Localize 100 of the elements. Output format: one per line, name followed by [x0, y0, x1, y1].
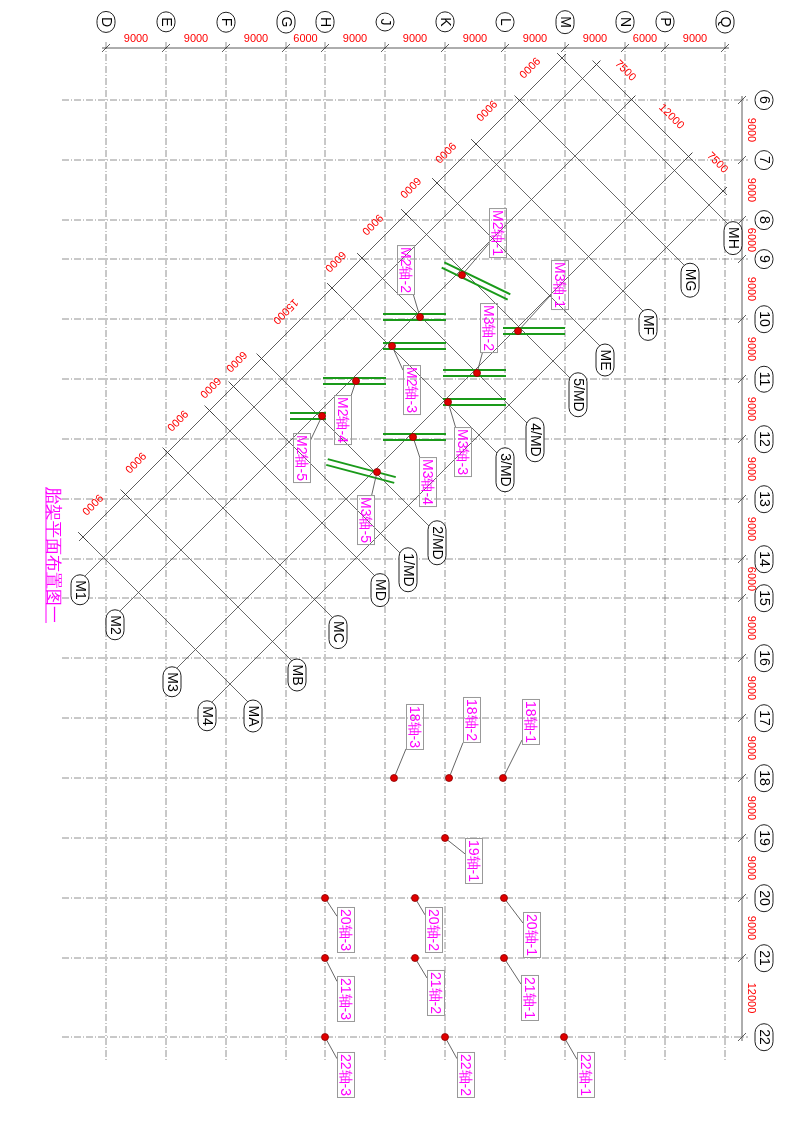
axis-bubble: M4 — [197, 700, 217, 732]
leader-line — [416, 960, 428, 979]
axis-bubble: M1 — [70, 574, 90, 606]
leader-line — [413, 294, 420, 315]
axis-bubble: 10 — [754, 305, 774, 333]
axis-bubble: 12 — [754, 425, 774, 453]
callout-label: M2轴-1 — [489, 208, 507, 258]
leader-line — [350, 383, 356, 396]
axis-bubble: 20 — [754, 884, 774, 912]
leader-line — [326, 900, 338, 917]
callout-label: M2轴-3 — [403, 365, 421, 415]
dimension-label: 9000 — [582, 32, 608, 44]
dimension-label: 9000 — [746, 336, 758, 362]
dimension-label: 9000 — [183, 32, 209, 44]
axis-bubble: 11 — [754, 365, 774, 393]
point-marker — [390, 774, 398, 782]
dimension-label: 9000 — [746, 117, 758, 143]
axis-bubble: P — [655, 11, 675, 33]
point-marker — [373, 468, 381, 476]
leader-line — [463, 243, 490, 273]
axis-bubble: D — [96, 10, 116, 34]
callout-label: M3轴-4 — [419, 457, 437, 507]
axis-bubble: G — [276, 10, 296, 34]
callout-label: 21轴-1 — [521, 975, 539, 1021]
callout-label: M3轴-3 — [454, 427, 472, 477]
callout-label: 18轴-2 — [463, 697, 481, 743]
leader-line — [416, 900, 426, 916]
dimension-label: 9000 — [746, 177, 758, 203]
dimension-label: 9000 — [746, 396, 758, 422]
axis-bubble: MC — [328, 615, 348, 649]
callout-label: 22轴-1 — [577, 1052, 595, 1098]
leader-line — [413, 439, 421, 458]
leader-line — [394, 748, 407, 776]
leader-line — [371, 474, 377, 496]
axis-bubble: 1/MD — [398, 547, 418, 593]
axis-bubble: MG — [680, 262, 700, 298]
axis-bubble: M2 — [105, 609, 125, 641]
point-marker — [416, 313, 424, 321]
axis-bubble: MD — [370, 573, 390, 607]
callout-label: 20轴-2 — [425, 907, 443, 953]
axis-bubble: J — [375, 12, 395, 32]
axis-bubble: F — [216, 11, 236, 33]
leader-line — [449, 742, 464, 776]
axis-bubble: Q — [715, 10, 735, 34]
callout-label: M3轴-1 — [551, 260, 569, 310]
dimension-label: 9000 — [746, 276, 758, 302]
dimension-label: 9000 — [746, 855, 758, 881]
axis-bubble: 16 — [754, 644, 774, 672]
axis-bubble: 18 — [754, 764, 774, 792]
axis-bubble: 3/MD — [495, 447, 515, 493]
leader-line — [446, 1039, 458, 1060]
axis-bubble: 19 — [754, 824, 774, 852]
callout-label: M2轴-2 — [397, 245, 415, 295]
leader-line — [477, 352, 483, 371]
dimension-label: 9000 — [746, 675, 758, 701]
dimension-label: 9000 — [462, 32, 488, 44]
callout-label: M3轴-2 — [480, 303, 498, 353]
point-marker — [318, 412, 326, 420]
leader-line — [326, 960, 338, 982]
axis-bubble: ME — [595, 343, 615, 377]
point-marker — [458, 271, 466, 279]
point-marker — [321, 894, 329, 902]
callout-label: 22轴-2 — [457, 1052, 475, 1098]
axis-bubble: 22 — [754, 1023, 774, 1051]
callout-label: 21轴-3 — [337, 976, 355, 1022]
axis-bubble: MH — [723, 221, 743, 255]
callout-label: 19轴-1 — [465, 838, 483, 884]
leader-line — [310, 418, 321, 440]
dimension-label: 9000 — [682, 32, 708, 44]
axis-bubble: MF — [638, 308, 658, 342]
callout-label: 20轴-3 — [337, 907, 355, 953]
point-marker — [388, 342, 396, 350]
axis-bubble: M — [555, 10, 575, 34]
dimension-label: 12000 — [746, 982, 758, 1013]
callout-label: 21轴-2 — [427, 970, 445, 1016]
axis-bubble: M3 — [162, 666, 182, 698]
dimension-label: 9000 — [746, 456, 758, 482]
callout-label: 18轴-3 — [406, 704, 424, 750]
axis-bubble: 7 — [754, 150, 774, 170]
axis-bubble: 5/MD — [568, 372, 588, 418]
axis-bubble: MA — [243, 699, 263, 733]
axis-bubble: H — [315, 10, 335, 34]
point-marker — [441, 1033, 449, 1041]
callout-label: 18轴-1 — [522, 699, 540, 745]
point-marker — [514, 327, 522, 335]
dimension-label: 9000 — [243, 32, 269, 44]
leader-line — [519, 294, 552, 329]
axis-bubble: 4/MD — [525, 417, 545, 463]
leader-line — [505, 900, 524, 924]
drawing-title: 胎架平面布置图一 — [43, 487, 63, 623]
axis-bubble: MB — [287, 658, 307, 692]
dimension-label: 9000 — [746, 615, 758, 641]
point-marker — [321, 1033, 329, 1041]
dimension-label: 6000 — [632, 32, 658, 44]
point-marker — [444, 398, 452, 406]
dimension-label: 9000 — [123, 32, 149, 44]
axis-bubble: N — [615, 10, 635, 34]
point-marker — [500, 954, 508, 962]
leader-line — [326, 1039, 338, 1060]
axis-bubble: 21 — [754, 944, 774, 972]
